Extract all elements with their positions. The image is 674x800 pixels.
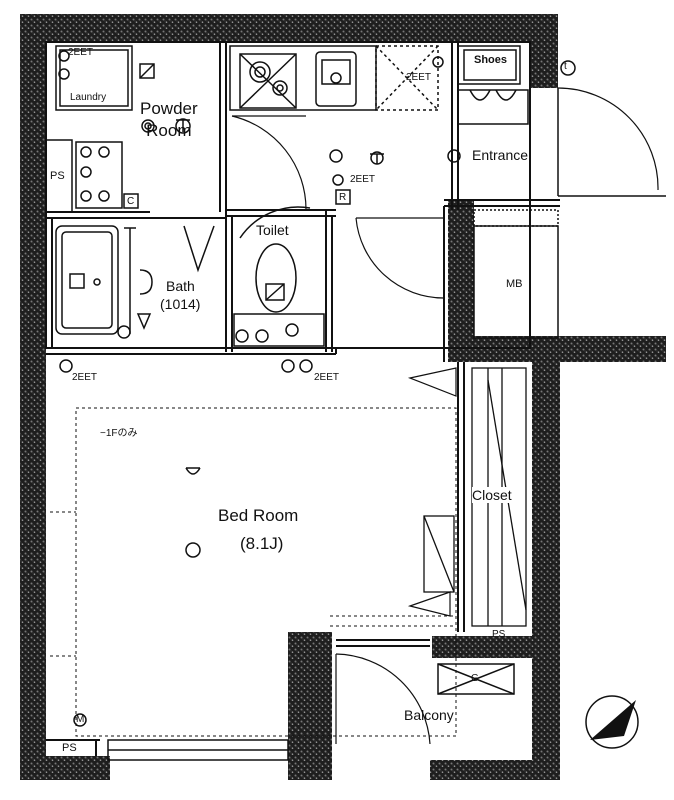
ps-label-bottom: PS [62,742,77,754]
bath-label: Bath [166,278,195,294]
entrance-fixtures [447,45,666,197]
outer-walls [20,14,666,780]
outlet-label-hall: 2EET [350,174,376,185]
laundry-area [55,45,155,111]
powder-fixtures [45,118,191,213]
bath-fixtures [55,225,215,339]
toilet-fixtures [233,206,325,347]
bath-size-label: (1014) [160,296,201,312]
powder-room-label: Powder Room [140,99,198,140]
bedroom-dashed [50,407,457,737]
kitchen-fixtures [229,45,444,205]
entrance-label: Entrance [472,147,529,163]
closet-label: Closet [472,487,512,503]
ps-label-right: PS [492,629,506,640]
mb-closet [473,209,559,339]
r-label: R [339,192,347,203]
m-label: M [76,714,85,725]
bedroom-fixtures [59,359,313,727]
bed-room-size-label: (8.1J) [240,534,284,553]
bed-room-label: Bed Room [218,506,299,525]
outlet-label-kitchen: 2EET [406,72,432,83]
laundry-label: Laundry [70,92,107,103]
g-label: G [471,673,479,684]
mb-label: MB [506,278,523,290]
interior-walls [45,41,560,756]
outlet-label-bed-right: 2EET [314,372,340,383]
doors [231,115,457,745]
c-label: C [127,196,135,207]
compass-icon [585,695,639,749]
t-label: t [564,61,567,72]
note-1f-label: −1Fのみ [100,428,138,439]
shoes-label: Shoes [474,54,508,66]
balcony-label: Balcony [404,707,454,723]
toilet-label: Toilet [256,222,289,238]
outlet-label-bed-left: 2EET [72,372,98,383]
outlet-label-laundry: 2EET [68,47,94,58]
ps-label-top: PS [50,170,65,182]
balcony-fixtures [107,663,515,761]
